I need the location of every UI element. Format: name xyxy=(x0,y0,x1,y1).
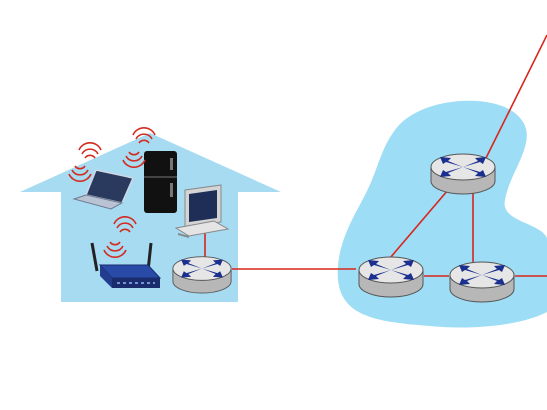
links xyxy=(204,34,547,277)
router-icon xyxy=(358,256,424,298)
link-isp-left-to-top xyxy=(389,189,449,259)
wifi-access-point-icon xyxy=(90,242,162,288)
laptop-icon xyxy=(72,169,135,210)
link-isp-top-to-internet xyxy=(485,34,547,159)
refrigerator-icon xyxy=(144,151,177,213)
router-icon xyxy=(430,153,496,195)
wifi-waves-icon xyxy=(78,141,102,159)
router-icon xyxy=(172,256,232,294)
router-icon xyxy=(449,261,515,303)
desktop-computer-icon xyxy=(174,184,230,238)
